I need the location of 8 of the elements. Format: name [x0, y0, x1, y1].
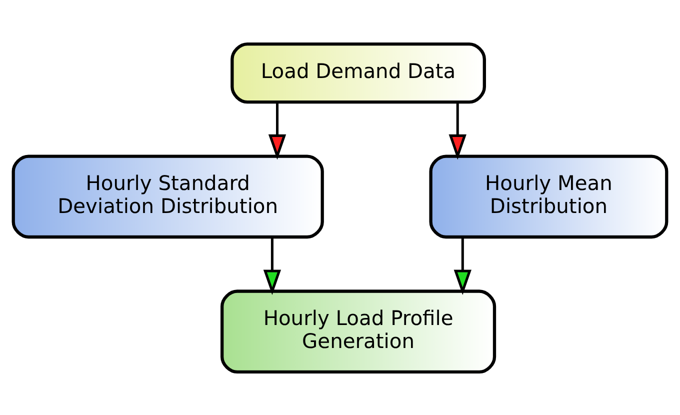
- node-box: Load Demand Data: [230, 42, 486, 104]
- arrow: [263, 236, 282, 294]
- node-box: Hourly Load Profile Generation: [220, 289, 496, 374]
- node-box: Hourly Mean Distribution: [429, 154, 668, 238]
- arrow: [268, 102, 286, 160]
- arrow: [454, 236, 472, 294]
- arrow: [448, 102, 466, 160]
- node-box: Hourly Standard Deviation Distribution: [12, 154, 324, 238]
